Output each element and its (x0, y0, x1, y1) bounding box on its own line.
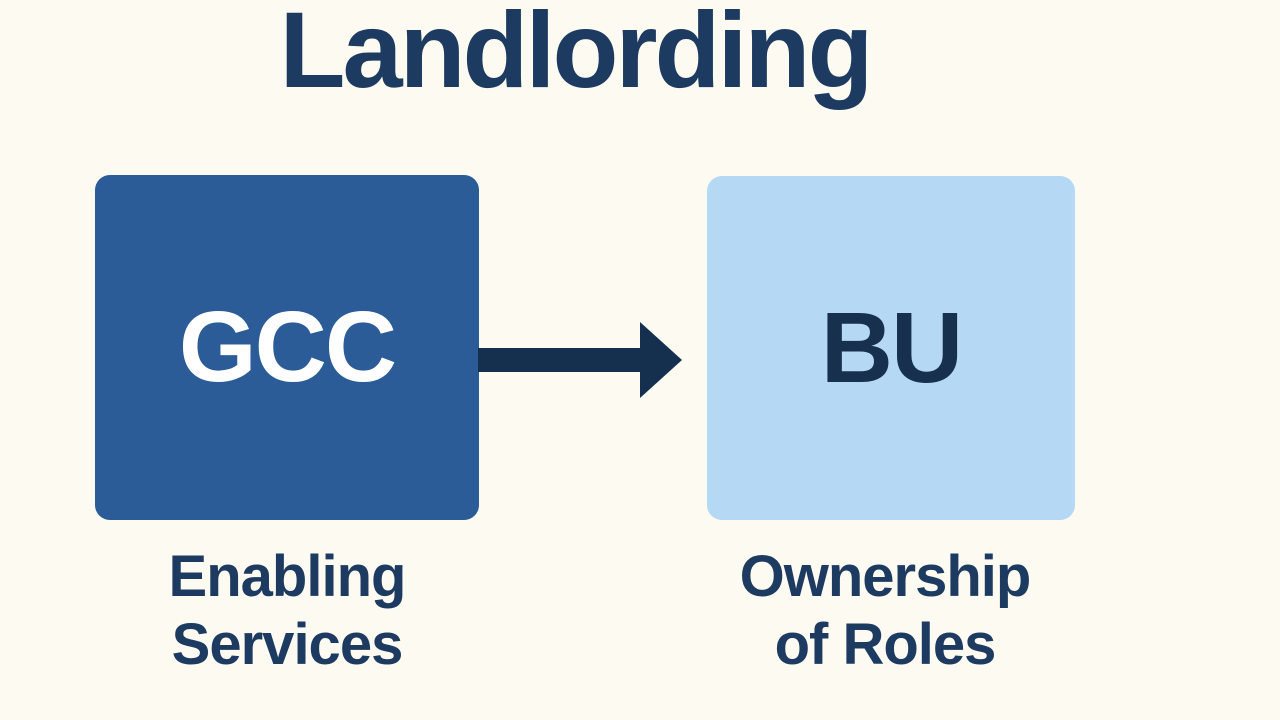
bu-caption-line1: Ownership (739, 544, 1032, 609)
gcc-node-label: GCC (178, 291, 397, 403)
bu-caption-line2: of Roles (774, 611, 997, 677)
bu-node-label: BU (820, 291, 963, 404)
bu-node-box: BU (707, 176, 1075, 520)
gcc-to-bu-arrow-icon (478, 322, 682, 398)
diagram-title: Landlording (279, 0, 874, 110)
gcc-caption-line2: Services (171, 611, 404, 677)
bu-node-caption: Ownership of Roles (690, 543, 1080, 679)
gcc-node-box: GCC (95, 175, 479, 520)
gcc-caption-line1: Enabling (168, 544, 407, 609)
gcc-node-caption: Enabling Services (75, 543, 499, 679)
